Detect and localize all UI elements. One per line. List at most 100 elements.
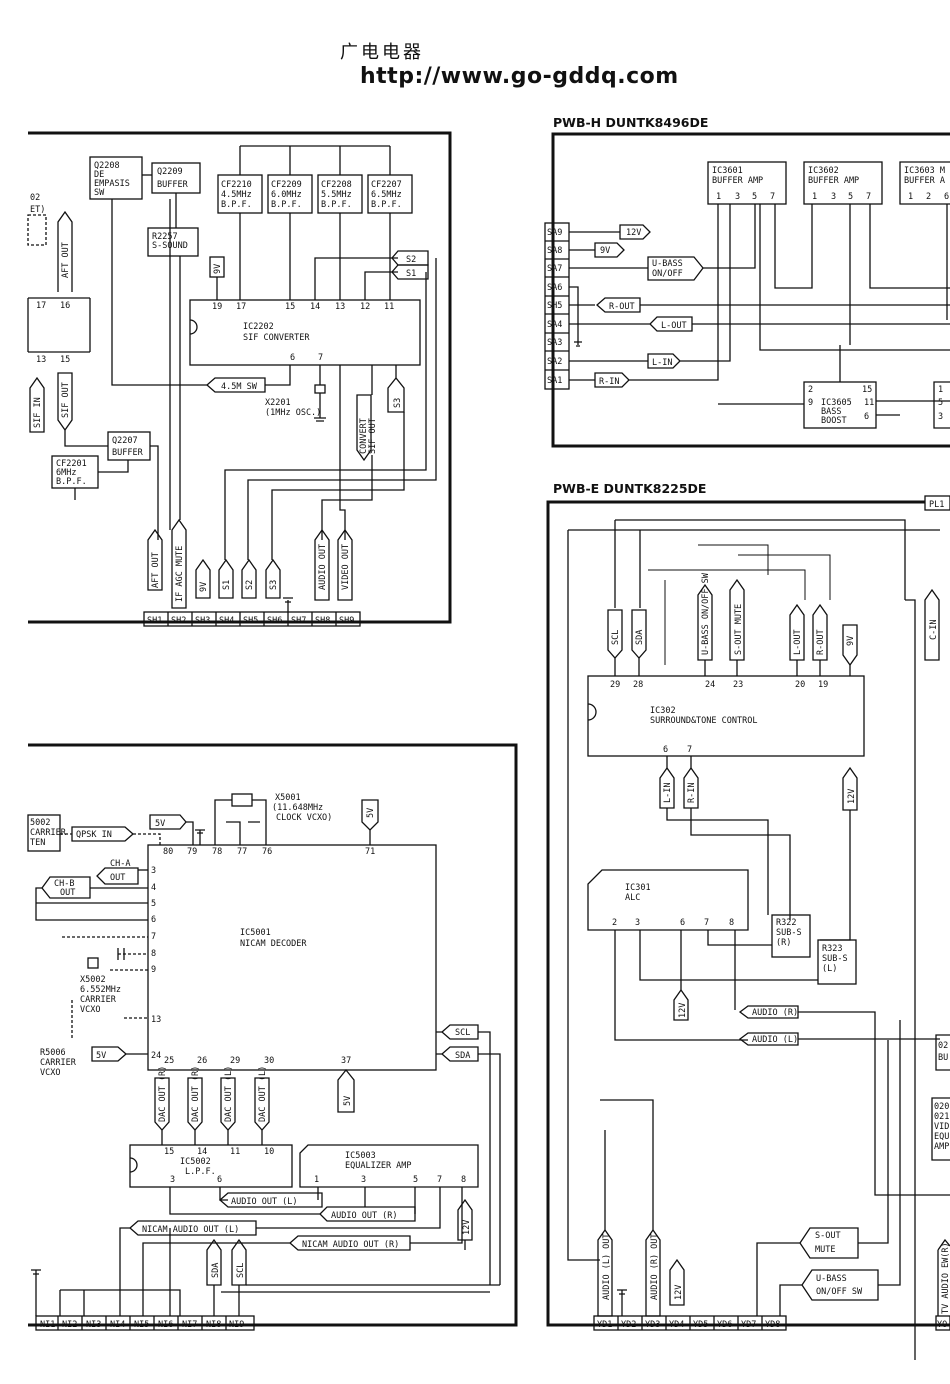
chb-tag: OUT bbox=[60, 888, 75, 898]
cf2201-freq: 6MHz bbox=[56, 468, 76, 478]
12v-tag: 12V bbox=[674, 1285, 684, 1300]
connector-pin: SH3 bbox=[195, 616, 210, 626]
connector-pin: YD4 bbox=[669, 1320, 684, 1330]
sh9-tag: VIDEO OUT bbox=[341, 544, 351, 590]
ic5003-text: EQUALIZER AMP bbox=[345, 1161, 412, 1171]
ubass-tag: U-BASS bbox=[816, 1274, 847, 1284]
r323-text: SUB-S bbox=[822, 954, 848, 964]
sda-tag: SDA bbox=[211, 1263, 221, 1278]
onoff-tag: ON/OFF SW bbox=[816, 1287, 863, 1297]
qpsk-tag: QPSK IN bbox=[76, 830, 112, 840]
chb-tag: CH-B bbox=[54, 879, 74, 889]
x5001-text: CLOCK VCXO) bbox=[276, 813, 332, 823]
ic302-pin: 7 bbox=[687, 745, 692, 755]
sw45-tag: 4.5M SW bbox=[221, 382, 258, 392]
ic3605-pin: 5 bbox=[938, 398, 943, 408]
ic5002-pin: 11 bbox=[230, 1147, 240, 1157]
ic3603-pin: 1 bbox=[908, 192, 913, 202]
r322-text: (R) bbox=[776, 938, 791, 948]
ic2202-pin: 6 bbox=[290, 353, 295, 363]
sif-in-tag: SIF IN bbox=[33, 397, 43, 428]
scl-tag: SCL bbox=[236, 1263, 246, 1278]
connector-pin: NI6 bbox=[158, 1320, 173, 1330]
ic5003-pin: 5 bbox=[413, 1175, 418, 1185]
ic5001-label: IC5001 bbox=[240, 928, 271, 938]
r-out-tag: R-OUT bbox=[816, 629, 826, 655]
ic3602-label: IC3602 bbox=[808, 166, 839, 176]
sh4-tag: S1 bbox=[222, 580, 232, 590]
connector-pin: SA4 bbox=[547, 320, 562, 330]
fragment-label: BU bbox=[938, 1053, 948, 1063]
ic3601-text: BUFFER AMP bbox=[712, 176, 763, 186]
sda-tag: SDA bbox=[635, 630, 645, 645]
sout-mute-tag: S-OUT MUTE bbox=[734, 604, 744, 655]
q2208-text: EMPASIS bbox=[94, 179, 130, 189]
sif-out-tag: SIF OUT bbox=[61, 382, 71, 418]
dac-out-tag: DAC OUT (R) bbox=[191, 1066, 201, 1122]
ic5001-pin: 37 bbox=[341, 1056, 351, 1066]
nicam-out-r-tag: NICAM AUDIO OUT (R) bbox=[302, 1240, 399, 1250]
cf2208-label: CF2208 bbox=[321, 180, 352, 190]
cf2210-label: CF2210 bbox=[221, 180, 252, 190]
connector-pin: SH5 bbox=[547, 301, 562, 311]
x2201-label: X2201 bbox=[265, 398, 291, 408]
ic5001-pin: 25 bbox=[164, 1056, 174, 1066]
ic5001-pin: 71 bbox=[365, 847, 375, 857]
ic2202-pin: 15 bbox=[285, 302, 295, 312]
cf2208-type: B.P.F. bbox=[321, 200, 352, 210]
x5001-text: (11.648MHz bbox=[272, 803, 323, 813]
r-in-tag: R-IN bbox=[599, 377, 619, 387]
ic2202-pin: 12 bbox=[360, 302, 370, 312]
c-in-tag: C-IN bbox=[929, 620, 939, 640]
sda-tag: SDA bbox=[455, 1051, 470, 1061]
pwb-h-title: PWB-H DUNTK8496DE bbox=[553, 115, 708, 130]
r2257-label: R2257 bbox=[152, 232, 178, 242]
connector-pin: YD8 bbox=[765, 1320, 780, 1330]
ic5001-pin: 6 bbox=[151, 915, 156, 925]
r5006-label: R5006 bbox=[40, 1048, 66, 1058]
9v-tag: 9V bbox=[846, 636, 856, 646]
sh3-tag: 9V bbox=[199, 582, 209, 592]
nicam-decoder-section: 5002 CARRIER TEN QPSK IN 5V X5001 (11.64… bbox=[27, 743, 518, 1331]
fragment-label: 02 bbox=[938, 1041, 948, 1051]
connector-pin: NI7 bbox=[182, 1320, 197, 1330]
q2208-text: SW bbox=[94, 188, 105, 198]
ic5002-pin: 14 bbox=[197, 1147, 207, 1157]
ic5002-pin: 6 bbox=[217, 1175, 222, 1185]
connector-pin: YD3 bbox=[645, 1320, 660, 1330]
cf2209-type: B.P.F. bbox=[271, 200, 302, 210]
ic5001-pin: 8 bbox=[151, 949, 156, 959]
ic3601-pin: 1 bbox=[716, 192, 721, 202]
s1-tag: S1 bbox=[406, 269, 416, 279]
connector-pin: NI4 bbox=[110, 1320, 125, 1330]
ic2202-pin: 13 bbox=[335, 302, 345, 312]
ic5001-pin: 7 bbox=[151, 932, 156, 942]
l-in-tag: L-IN bbox=[652, 358, 672, 368]
site-url[interactable]: http://www.go-gddq.com bbox=[360, 64, 679, 89]
5v-tag: 5V bbox=[96, 1051, 106, 1061]
ic3602-pin: 1 bbox=[812, 192, 817, 202]
connector-pin: NI9 bbox=[229, 1320, 244, 1330]
mute-tag: MUTE bbox=[815, 1245, 835, 1255]
s2-tag: S2 bbox=[406, 255, 416, 265]
connector-pin: SH9 bbox=[339, 616, 354, 626]
ubass-tag: ON/OFF bbox=[652, 269, 683, 279]
connector-pin: NI8 bbox=[206, 1320, 221, 1330]
12v-tag: 12V bbox=[462, 1220, 472, 1235]
x5002-text: 6.552MHz bbox=[80, 985, 121, 995]
cf2207-type: B.P.F. bbox=[371, 200, 402, 210]
connector-pin: SH4 bbox=[219, 616, 234, 626]
ic5001-pin: 26 bbox=[197, 1056, 207, 1066]
ic302-pin: 24 bbox=[705, 680, 715, 690]
q2209-text: BUFFER bbox=[157, 180, 189, 190]
12v-tag: 12V bbox=[626, 228, 641, 238]
cf2201-label: CF2201 bbox=[56, 459, 87, 469]
ic301-text: ALC bbox=[625, 893, 640, 903]
fragment-label: ET) bbox=[30, 205, 45, 215]
ic5003-pin: 7 bbox=[437, 1175, 442, 1185]
x5002-text: CARRIER bbox=[80, 995, 117, 1005]
fragment-label: 02 bbox=[30, 193, 40, 203]
nicam-out-l-tag: NICAM AUDIO OUT (L) bbox=[142, 1225, 239, 1235]
ic302-pin: 29 bbox=[610, 680, 620, 690]
ic5003-pin: 1 bbox=[314, 1175, 319, 1185]
